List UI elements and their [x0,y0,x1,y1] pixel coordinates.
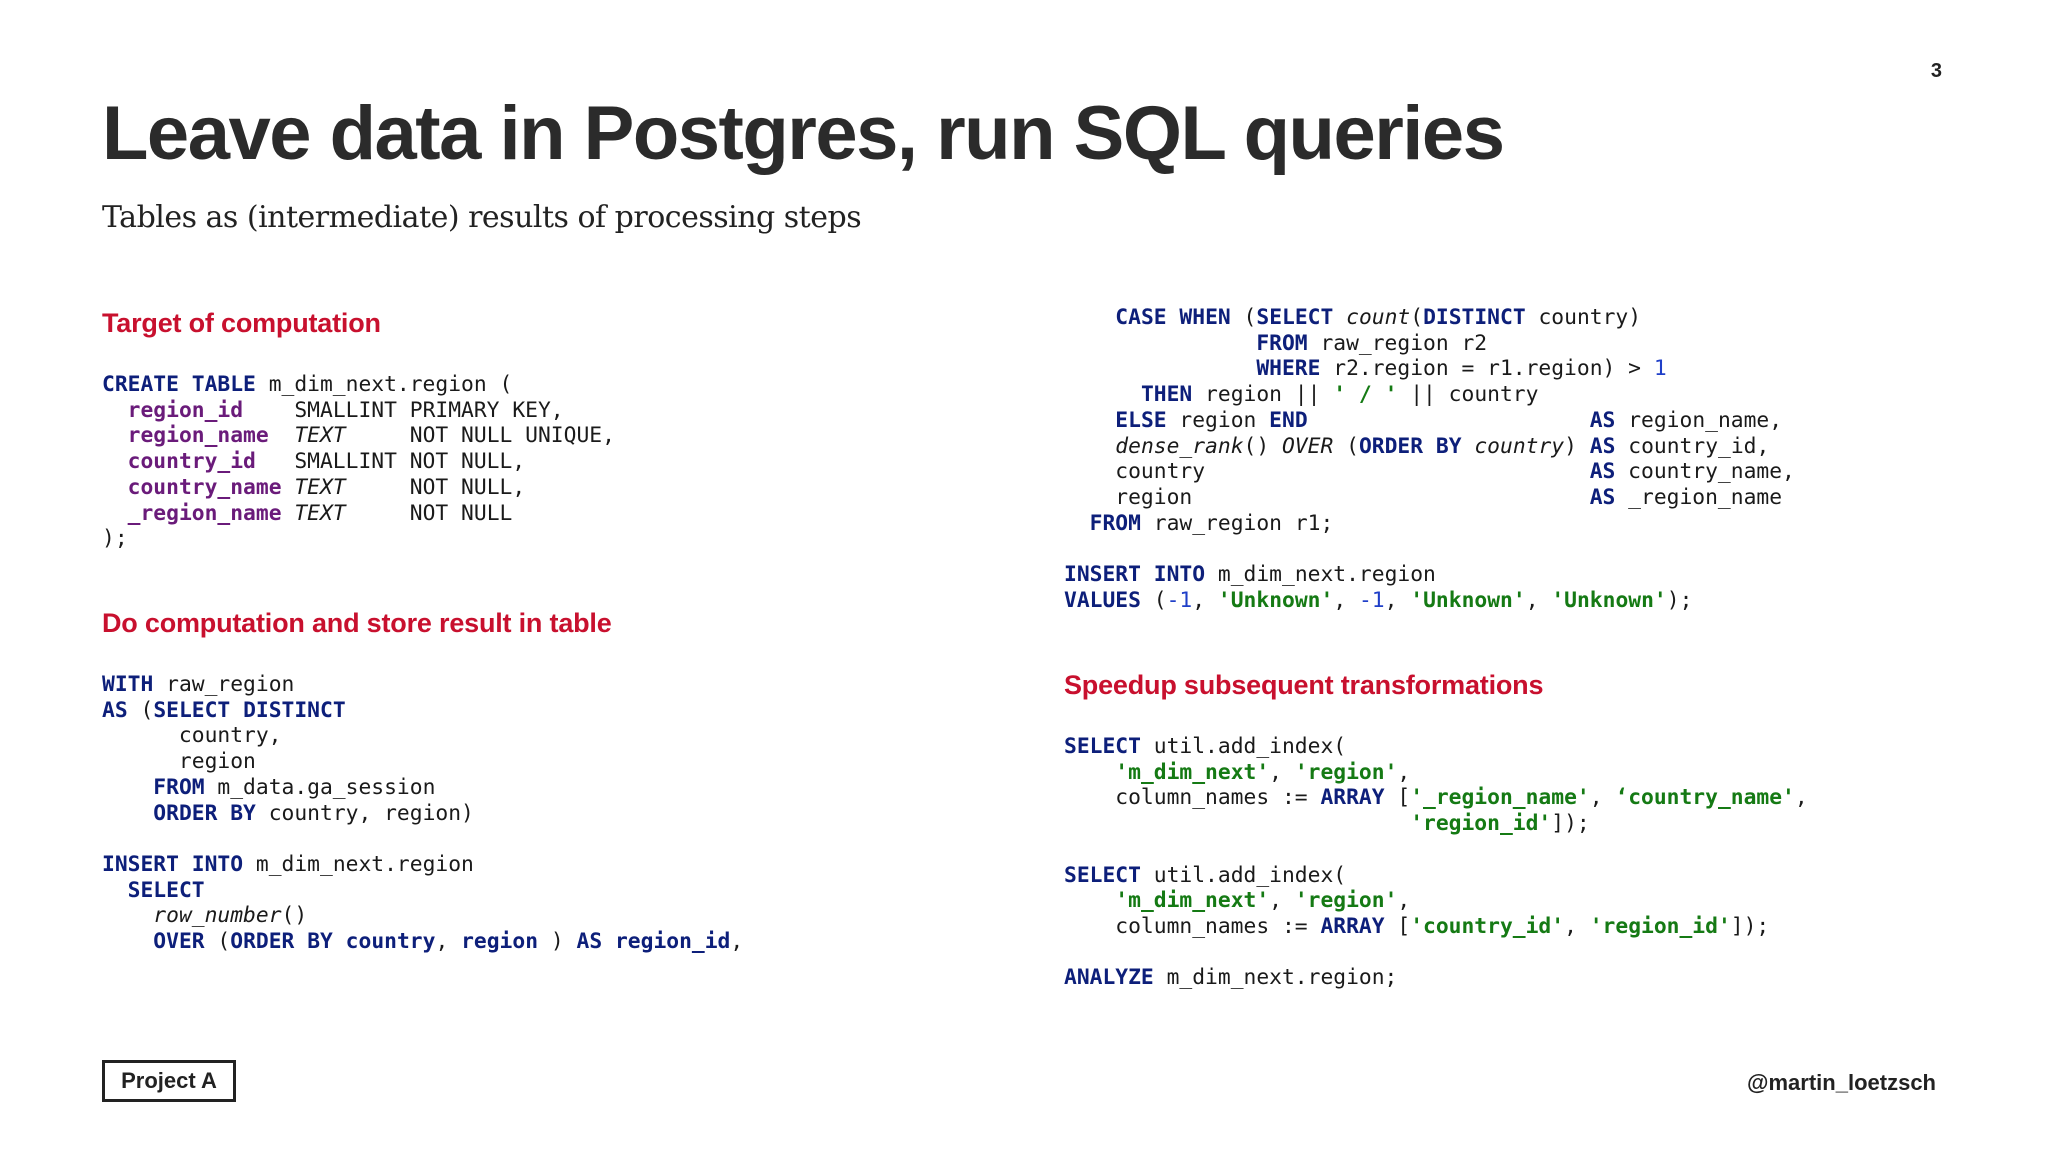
code-block-continuation: CASE WHEN (SELECT count(DISTINCT country… [1064,305,1795,613]
heading-do-computation: Do computation and store result in table [102,608,612,638]
code-line: country, [102,723,282,749]
code-line: INSERT INTO m_dim_next.region [102,851,474,877]
code-line: dense_rank() OVER (ORDER BY country) AS … [1115,433,1770,459]
slide-title: Leave data in Postgres, run SQL queries [102,91,1505,176]
code-line: THEN region || ' / ' || country [1140,382,1539,408]
code-line: FROM m_data.ga_session [153,774,436,800]
slide-subtitle: Tables as (intermediate) results of proc… [102,200,862,235]
logo-text: Project A [121,1068,217,1093]
code-line: column_names := ARRAY ['_region_name', ‘… [1064,785,1808,811]
project-a-logo: Project A [102,1060,236,1102]
code-line: region [102,749,256,775]
code-line: country_name TEXT NOT NULL, [127,474,526,500]
code-line: _region_name TEXT NOT NULL [127,500,513,526]
code-line: OVER (ORDER BY country, region ) AS regi… [153,929,744,955]
code-line: INSERT INTO m_dim_next.region [1064,562,1436,588]
code-line: SELECT util.add_index( [1064,862,1347,888]
code-line: column_names := ARRAY ['country_id', 're… [1064,913,1770,939]
heading-target-of-computation: Target of computation [102,308,381,338]
code-line: SELECT util.add_index( [1064,734,1347,759]
code-line: VALUES (-1, 'Unknown', -1, 'Unknown', 'U… [1064,587,1693,613]
page-number: 3 [1930,60,1942,82]
code-line: 'm_dim_next', 'region', [1115,888,1411,914]
code-line: ORDER BY country, region) [153,800,474,826]
code-line: ANALYZE m_dim_next.region; [1064,965,1398,991]
code-block-create-table: CREATE TABLE m_dim_next.region ( region_… [102,372,615,552]
code-line: country AS country_name, [1064,459,1795,485]
code-block-computation: WITH raw_region AS (SELECT DISTINCT coun… [102,672,743,955]
code-line: WITH raw_region [102,672,295,697]
code-line: ); [102,526,128,552]
code-line: country_id SMALLINT NOT NULL, [127,449,526,475]
code-block-speedup: SELECT util.add_index( 'm_dim_next', 're… [1064,734,1808,991]
heading-speedup: Speedup subsequent transformations [1064,670,1544,700]
code-line: region AS _region_name [1064,484,1783,510]
code-line: WHERE r2.region = r1.region) > 1 [1256,356,1667,382]
code-line: row_number() [153,903,308,929]
author-handle: @martin_loetzsch [1747,1070,1936,1095]
code-line: CASE WHEN (SELECT count(DISTINCT country… [1115,305,1642,330]
code-line: ELSE region END AS region_name, [1115,407,1783,433]
code-line: SELECT [127,877,205,903]
code-line: region_id SMALLINT PRIMARY KEY, [127,397,564,423]
code-line: FROM raw_region r1; [1089,510,1334,536]
code-line: 'm_dim_next', 'region', [1115,759,1411,785]
code-line: CREATE TABLE m_dim_next.region ( [102,372,513,397]
code-line: FROM raw_region r2 [1256,330,1488,356]
code-line: region_name TEXT NOT NULL UNIQUE, [127,423,615,449]
code-line: AS (SELECT DISTINCT [102,697,346,723]
code-line: 'region_id']); [1410,811,1590,837]
